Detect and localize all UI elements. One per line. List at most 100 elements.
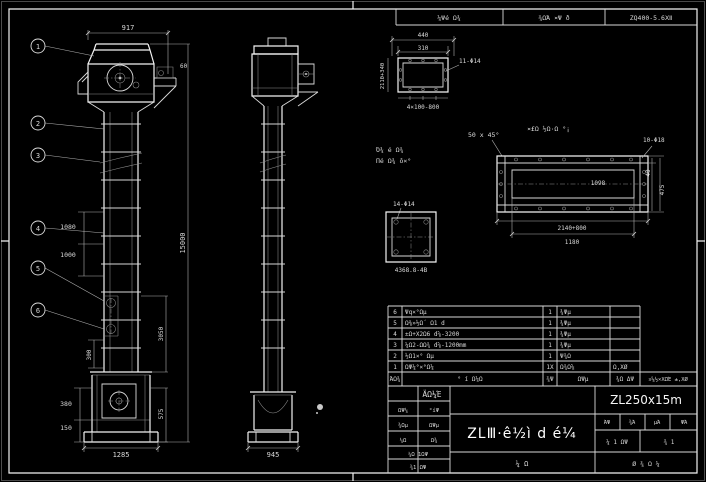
drawing-title: ZLⅢ·ê½ì d é¼ <box>467 426 577 442</box>
drawing-line <box>392 36 454 56</box>
bom-table: 6 Ψq×°Ωμ 1 ¾Ψμ 5 Ω⅜»½Ω´ Ω1 d 1 ¾Ψμ 4 ±Ω+… <box>388 306 697 473</box>
balloon-5: 5 <box>36 265 40 273</box>
dim-1000: 1000 <box>60 251 76 259</box>
drawing-line <box>78 212 104 276</box>
drawing-line <box>78 72 88 94</box>
signature-cell: ¼Ω <box>400 438 407 444</box>
bom-row-mat: ¾Ψμ <box>560 342 571 349</box>
drawing-line <box>104 112 138 372</box>
drawing-line <box>515 158 518 161</box>
drawing-line <box>642 146 652 158</box>
signature-cell: ¼Ω 1ΩΨ <box>408 452 428 458</box>
bom-header-qty: ¾Ψ <box>546 376 554 383</box>
signature-cell: ¾1 ΩΨ <box>410 465 427 471</box>
break-lines <box>100 153 142 173</box>
drawing-line <box>252 54 298 96</box>
dim-1098: 1098 <box>591 180 606 187</box>
drawing-line <box>31 221 45 235</box>
drawing-line <box>512 198 634 238</box>
model-number: ZL250x15m <box>610 393 682 407</box>
title-cell: ¾Ά <box>629 419 636 426</box>
drawing-line <box>133 82 139 88</box>
drawing-line <box>86 31 170 35</box>
ink-mark <box>317 404 323 410</box>
drawing-line <box>31 261 45 275</box>
casing-flanges-side <box>261 124 285 348</box>
title-footer: Ø ¾ Ω ¼ <box>632 460 659 468</box>
drawing-line <box>398 96 448 100</box>
title-cell: ¾ 1 <box>664 439 675 446</box>
bom-row-qty: 1 <box>548 342 552 349</box>
drawing-line <box>388 306 640 473</box>
drawing-line <box>497 212 648 225</box>
dim-60: 60 <box>180 63 188 70</box>
chamfer-note: 50 x 45° <box>468 131 499 139</box>
dim-300: 300 <box>86 349 93 360</box>
drawing-line <box>495 219 650 223</box>
bom-header-no: ΆΩ¾ <box>390 375 401 383</box>
drawing-line <box>435 59 438 62</box>
drawing-line <box>563 158 566 161</box>
drawing-line <box>398 58 448 92</box>
bom-row-mat: ¾Ψμ <box>560 331 571 338</box>
dim-310: 310 <box>418 45 429 52</box>
holes-note-11: 11-Φ14 <box>459 58 481 65</box>
title-cell: μΆ <box>654 419 661 426</box>
bom-row-name: ΩΨ¼°×°Ω¼ <box>405 364 434 371</box>
drawing-line <box>248 432 298 442</box>
drawing-line <box>539 158 542 161</box>
drawing-line <box>31 39 45 53</box>
revision-strip: ¼Ψé Ω¾ ¾ΩΆ ¤Ψ ð ZQ400-5.6Ⅻ <box>396 9 697 25</box>
casing-flanges <box>101 124 141 348</box>
bom-row-rem: Ω,ΧØ <box>613 364 628 371</box>
bom-row-mat: ¾Ψμ <box>560 309 571 316</box>
drawing-line <box>388 306 697 386</box>
drawing-line <box>409 59 412 62</box>
drawing-line <box>390 38 456 54</box>
revision-cell-3: ZQ400-5.6Ⅻ <box>630 14 673 22</box>
drawing-line <box>88 30 168 74</box>
dim-40: 40 <box>645 169 652 177</box>
drawing-line <box>643 195 646 198</box>
signature-cell: °íΨ <box>429 407 439 414</box>
drawing-line <box>108 390 130 412</box>
drawing-line <box>630 158 633 161</box>
bom-row-mat: Ω¾Ω⅝ <box>560 364 575 371</box>
drawing-line <box>435 88 438 91</box>
plate-note: 4368.8-4B <box>395 267 428 274</box>
balloon-6: 6 <box>36 307 40 315</box>
revision-cell-1: ¼Ψé Ω¾ <box>437 14 461 22</box>
drawing-line <box>84 442 158 452</box>
drawing-line <box>611 158 614 161</box>
drawing-line <box>510 232 636 236</box>
drawing-line <box>254 395 292 413</box>
drawing-line <box>444 79 447 82</box>
drawing-line <box>587 207 590 210</box>
bom-row-no: 4 <box>393 331 397 338</box>
note-line-2: Πé Ω¾ ô×° <box>376 157 411 165</box>
balloon-3: 3 <box>36 152 40 160</box>
dim-overall-height: 15000 <box>179 232 187 253</box>
dim-bottom-a: 4×100-800 <box>407 104 440 111</box>
drawing-line <box>450 414 595 452</box>
title-block-label: ÄΩ¼Έ <box>422 389 441 399</box>
bom-header-mat: ΩΨμ <box>578 376 589 383</box>
drawing-line <box>154 78 176 108</box>
drawing-line <box>298 92 318 106</box>
bom-header-rem: ¾Ω ΔΨ <box>616 376 634 383</box>
dim-1180: 1180 <box>565 239 580 246</box>
dim-1080: 1080 <box>60 223 76 231</box>
drawing-line <box>248 442 298 452</box>
drawing-line <box>88 64 154 102</box>
signature-cell: ΩΨμ <box>429 423 440 429</box>
title-cell: ΨΆ <box>681 419 688 426</box>
detail-section-a: 440 310 11-Φ14 2110+340 4×100-800 <box>380 32 481 111</box>
drawing-line <box>88 44 154 64</box>
drawing-line <box>159 71 164 76</box>
drawing-line <box>256 432 290 442</box>
balloon-2: 2 <box>36 120 40 128</box>
drawing-line <box>492 140 502 156</box>
drawing-line <box>422 59 425 62</box>
